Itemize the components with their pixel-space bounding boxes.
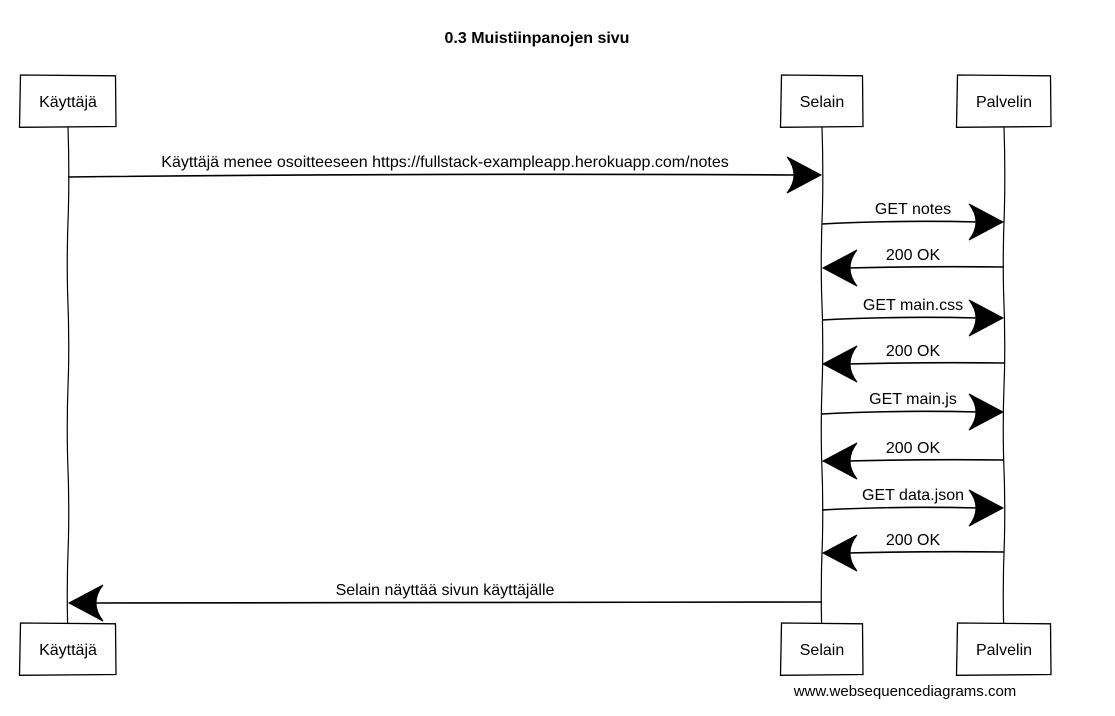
- participant-box-frame: [779, 74, 864, 128]
- message-6: GET main.js: [821, 391, 1005, 431]
- arrowhead: [821, 442, 858, 480]
- message-label: Käyttäjä menee osoitteeseen https://full…: [161, 154, 728, 171]
- arrowhead: [821, 249, 858, 287]
- message-label: Selain näyttää sivun käyttäjälle: [336, 582, 555, 599]
- lifeline-palvelin: [1002, 126, 1006, 624]
- participant-box-bottom-palvelin: Palvelin: [955, 622, 1052, 676]
- participant-label: Käyttäjä: [39, 642, 97, 659]
- message-4: GET main.css: [821, 297, 1005, 337]
- arrowhead: [968, 299, 1005, 337]
- message-label: 200 OK: [886, 343, 941, 360]
- participant-label: Selain: [800, 642, 844, 659]
- participant-label: Palvelin: [976, 642, 1032, 659]
- arrowhead: [67, 584, 104, 622]
- message-label: 200 OK: [886, 440, 941, 457]
- participant-box-frame: [955, 622, 1052, 676]
- message-line: [846, 265, 1005, 269]
- message-line: [821, 410, 980, 415]
- message-5: 200 OK: [821, 343, 1005, 383]
- message-line: [92, 600, 823, 604]
- participant-box-bottom-kayttaja: Käyttäjä: [18, 622, 117, 676]
- message-2: GET notes: [821, 201, 1005, 241]
- message-label: GET notes: [875, 201, 951, 218]
- lifeline-selain: [820, 126, 824, 624]
- participant-box-bottom-selain: Selain: [779, 622, 864, 676]
- arrowhead: [968, 203, 1005, 241]
- participant-label: Selain: [800, 94, 844, 111]
- messages: Käyttäjä menee osoitteeseen https://full…: [67, 154, 1005, 622]
- participant-box-frame: [18, 74, 117, 128]
- arrowhead: [821, 345, 858, 383]
- message-line: [846, 458, 1005, 462]
- message-line: [821, 220, 980, 225]
- arrowhead: [968, 489, 1005, 527]
- lifeline-kayttaja: [66, 126, 70, 624]
- participant-box-frame: [955, 74, 1052, 128]
- arrowhead: [968, 393, 1005, 431]
- message-line: [821, 316, 980, 321]
- lifelines: [66, 126, 1006, 624]
- participant-box-frame: [18, 622, 117, 676]
- diagram-title: 0.3 Muistiinpanojen sivu: [445, 30, 630, 47]
- message-3: 200 OK: [821, 247, 1005, 287]
- message-8: GET data.json: [821, 487, 1005, 527]
- arrowhead: [821, 534, 858, 572]
- message-label: 200 OK: [886, 247, 941, 264]
- participant-box-frame: [779, 622, 864, 676]
- participant-boxes: KäyttäjäKäyttäjäSelainSelainPalvelinPalv…: [18, 74, 1052, 676]
- arrowhead: [786, 156, 823, 194]
- message-10: Selain näyttää sivun käyttäjälle: [67, 582, 823, 622]
- message-line: [821, 506, 980, 511]
- participant-label: Käyttäjä: [39, 94, 97, 111]
- participant-box-top-palvelin: Palvelin: [955, 74, 1052, 128]
- participant-box-top-kayttaja: Käyttäjä: [18, 74, 117, 128]
- participant-box-top-selain: Selain: [779, 74, 864, 128]
- message-label: GET main.css: [863, 297, 963, 314]
- message-7: 200 OK: [821, 440, 1005, 480]
- message-line: [846, 550, 1005, 554]
- participant-label: Palvelin: [976, 94, 1032, 111]
- watermark: www.websequencediagrams.com: [793, 683, 1017, 700]
- message-line: [67, 173, 798, 178]
- message-1: Käyttäjä menee osoitteeseen https://full…: [67, 154, 823, 194]
- message-line: [846, 361, 1005, 365]
- message-9: 200 OK: [821, 532, 1005, 572]
- message-label: GET main.js: [869, 391, 957, 408]
- message-label: 200 OK: [886, 532, 941, 549]
- message-label: GET data.json: [862, 487, 964, 504]
